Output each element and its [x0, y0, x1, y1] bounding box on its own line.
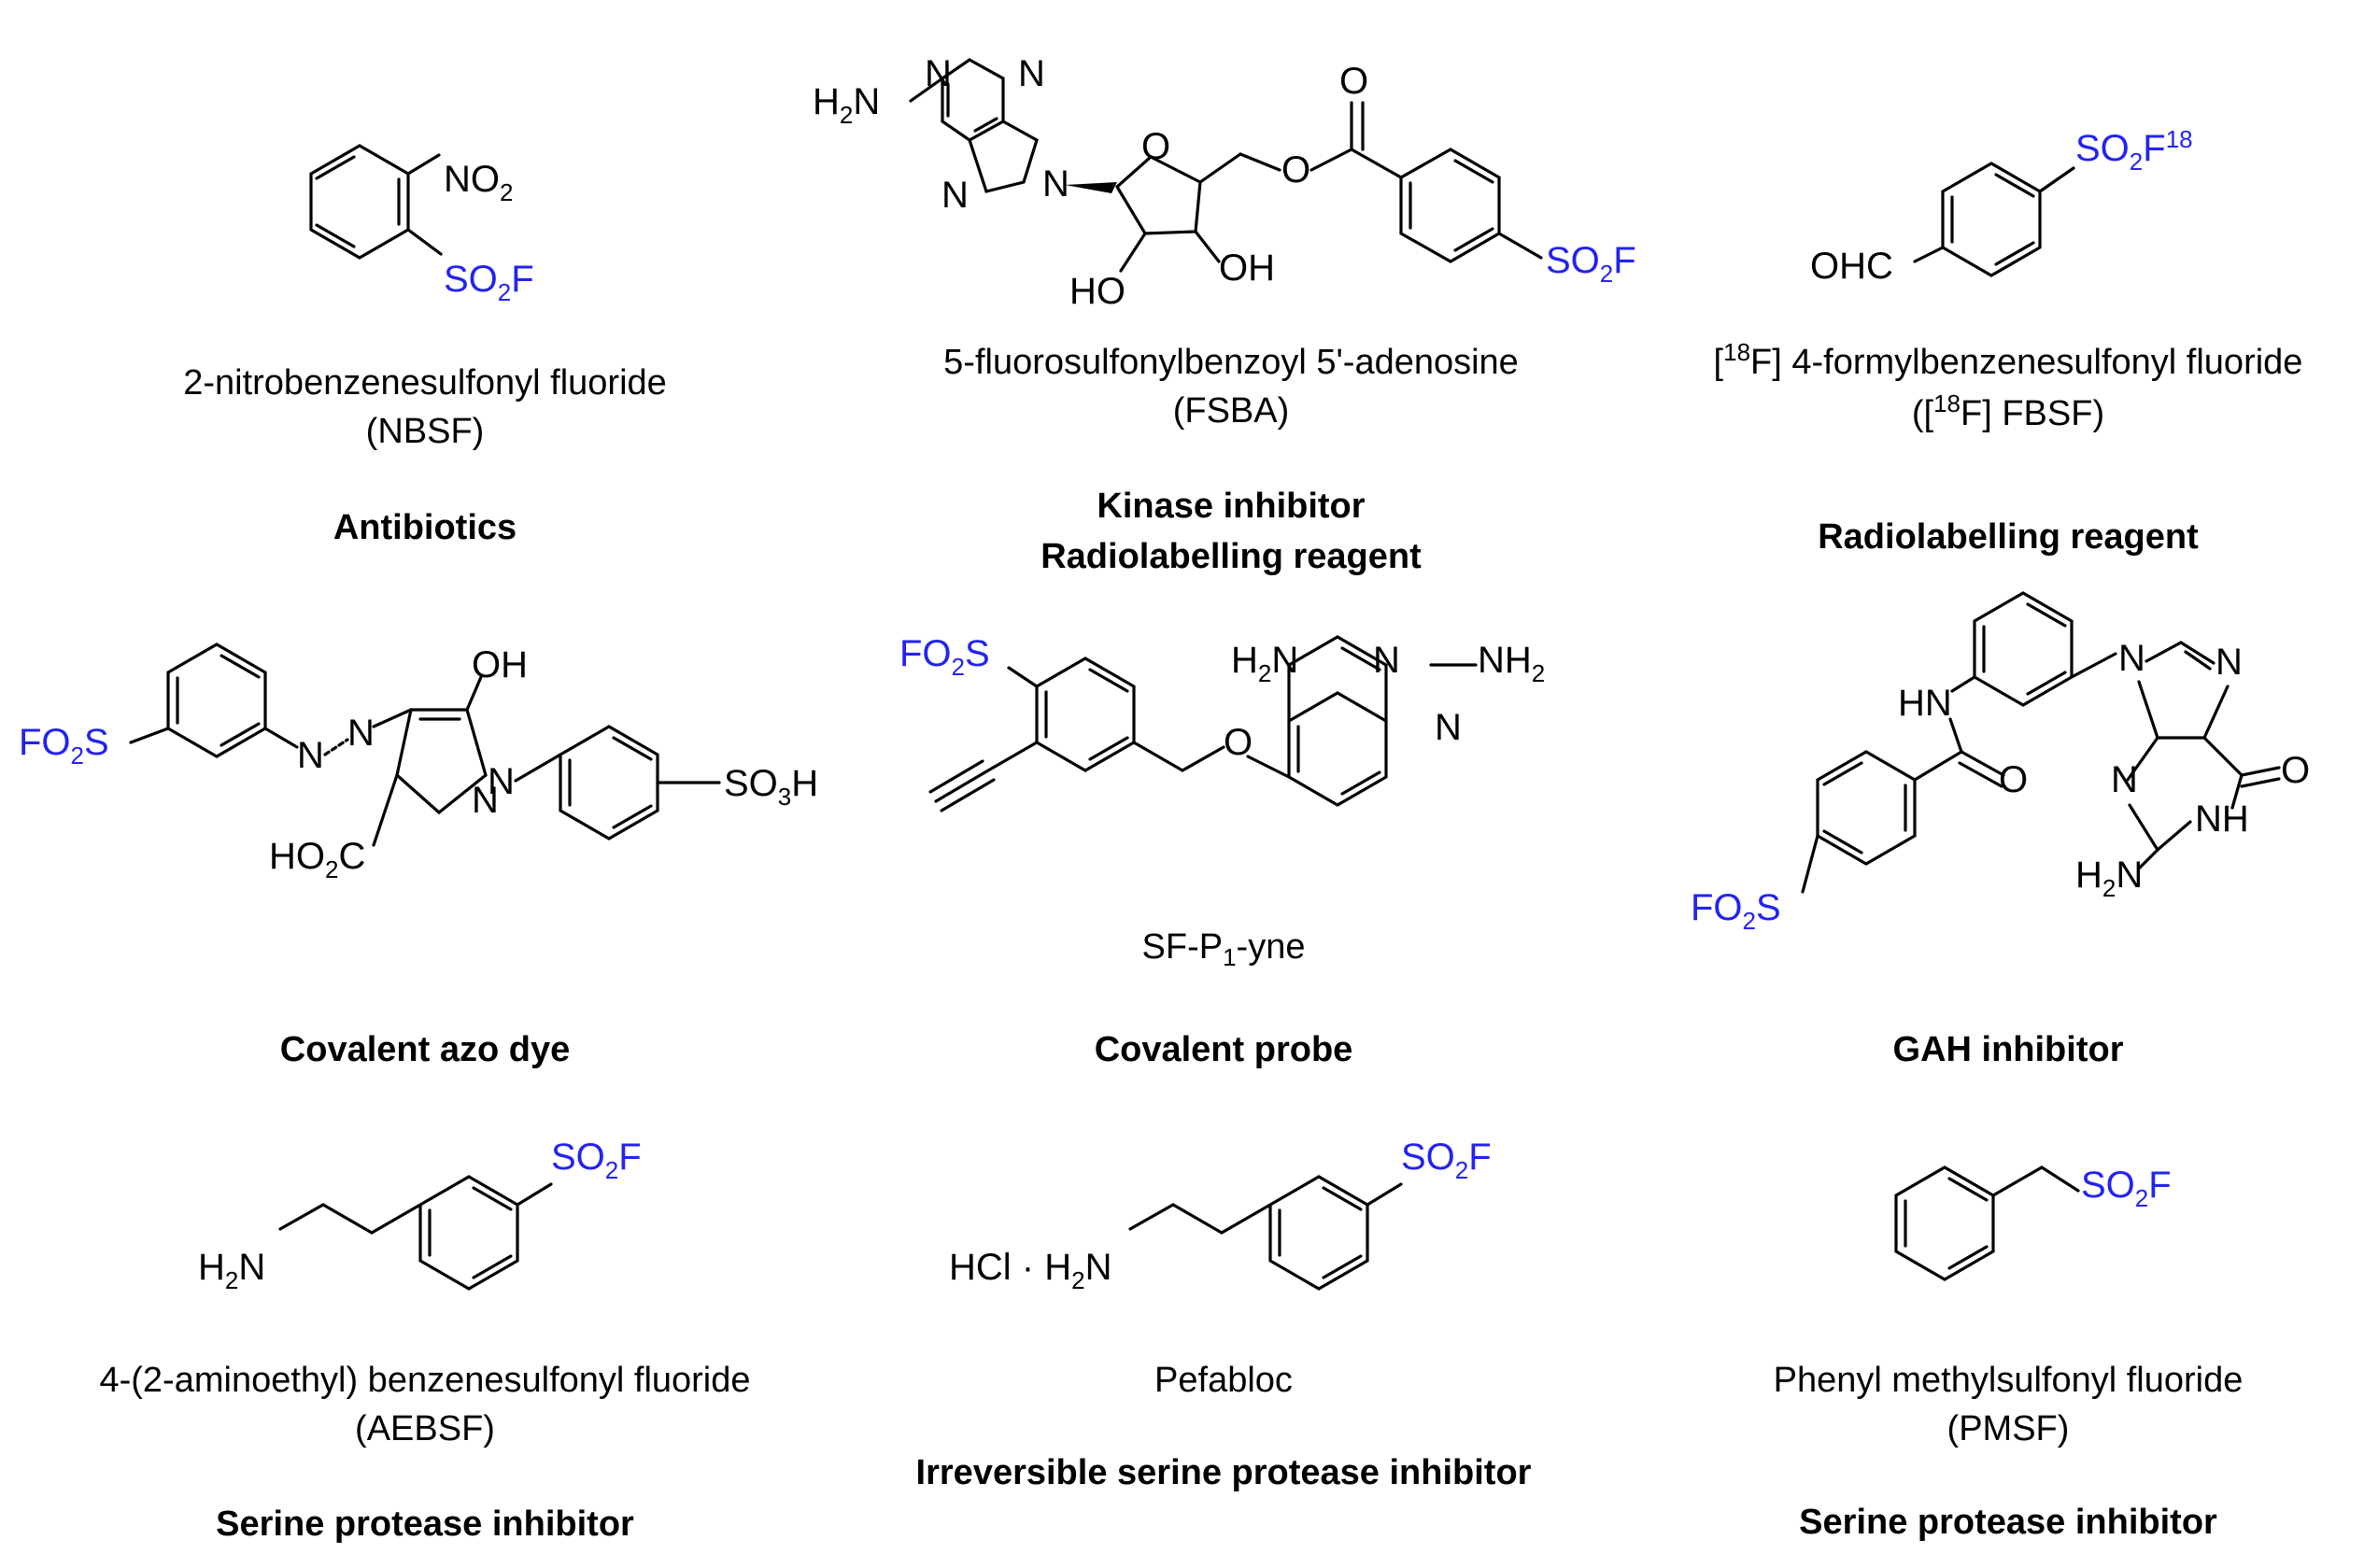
structure-sf-p1-yne: FO2S O H2N N N NH2 [899, 633, 1545, 812]
compound-abbreviation: (NBSF) [365, 412, 485, 451]
benzene-ring [1268, 1175, 1369, 1291]
role-label-gah: GAH inhibitor [1892, 1030, 2124, 1069]
benzene-ring [1894, 1165, 1995, 1281]
benzene-ring [1973, 591, 2074, 707]
sulfonyl-fluoride-group: SO2F [1401, 1137, 1492, 1184]
benzene-ring [1816, 750, 1917, 866]
n-atom: N [1373, 640, 1400, 681]
compound-abbreviation: (FSBA) [1172, 391, 1290, 431]
n-atom: N [347, 713, 375, 754]
benzene-ring [418, 1175, 519, 1291]
structure-azo-dye: FO2S N N OH N N HO2C SO3H [19, 643, 818, 883]
o-atom: O [1281, 149, 1310, 191]
n-atom: N [1018, 53, 1045, 94]
sulfonyl-fluoride-group: SO2F [2081, 1165, 2172, 1212]
benzene-ring [166, 643, 267, 758]
n-atom: N [297, 735, 324, 776]
n-atom: N [1042, 163, 1069, 205]
hcl-amino-group: HCl · H2N [949, 1247, 1111, 1294]
fluorosulfonyl-group: FO2S [899, 633, 990, 681]
fluorosulfonyl-group: FO2S [1691, 887, 1781, 935]
amino-group: NH2 [1478, 640, 1545, 687]
compound-name-fsba: 5-fluorosulfonylbenzoyl 5'-adenosine (FS… [943, 338, 1519, 435]
n-atom: N [2215, 642, 2243, 683]
benzene-ring [1399, 148, 1501, 263]
compound-name: 2-nitrobenzenesulfonyl fluoride [183, 363, 667, 403]
role-label-sf-p1-yne: Covalent probe [1094, 1030, 1353, 1069]
compound-name-sf-p1-yne: SF-P1-yne [1141, 927, 1306, 971]
pyrazole-ring [395, 708, 488, 815]
structure-gah-inhibitor: HN O FO2S N N N O NH H2N [1691, 591, 2310, 935]
compound-abbreviation: ([18F] FBSF) [1911, 389, 2105, 433]
role-label-pmsf: Serine protease inhibitor [1799, 1503, 2217, 1542]
carboxyl-group: HO2C [269, 836, 365, 883]
compound-name-pmsf: Phenyl methylsulfonyl fluoride (PMSF) [1774, 1356, 2244, 1453]
sulfonyl-fluoride-18-group: SO2F18 [2075, 125, 2193, 176]
benzene-ring [1941, 162, 2042, 277]
sulfonyl-fluoride-group: SO2F [1546, 240, 1636, 288]
n-atom: N [2118, 638, 2145, 679]
amino-group: H2N [1231, 640, 1298, 687]
compound-name-fbsf: [18F] 4-formylbenzenesulfonyl fluoride (… [1714, 338, 2303, 441]
role-line: Radiolabelling reagent [1040, 537, 1422, 576]
hydroxyl-group: OH [472, 644, 528, 685]
n-atom: N [1435, 707, 1462, 748]
structure-aebsf: SO2F H2N [198, 1137, 642, 1294]
aldehyde-group: OHC [1810, 246, 1893, 287]
o-atom: O [1339, 61, 1368, 102]
amino-group: H2N [813, 81, 880, 129]
benzene-ring [1287, 691, 1388, 807]
n-atom: N [488, 761, 515, 802]
compound-name: Phenyl methylsulfonyl fluoride [1773, 1361, 2244, 1400]
benzene-ring [559, 725, 659, 841]
compound-abbreviation: (PMSF) [1946, 1409, 2070, 1448]
structure-nbsf: NO2 SO2F [309, 144, 534, 306]
sulfonyl-fluoride-group: SO2F [444, 259, 534, 306]
role-label-fbsf: Radiolabelling reagent [1818, 517, 2199, 557]
o-atom: O [1999, 759, 2028, 800]
role-label-azo-dye: Covalent azo dye [279, 1030, 571, 1069]
compound-name-pefabloc: Pefabloc [1154, 1361, 1293, 1400]
role-label-nbsf: Antibiotics [333, 508, 517, 547]
o-atom: O [1141, 126, 1170, 167]
hydroxyl-group: OH [1219, 247, 1275, 289]
structure-fsba: H2N N N N N O O O SO2F HO OH [813, 53, 1636, 312]
structure-pmsf: SO2F [1894, 1165, 2172, 1281]
imine-nh: NH [2195, 798, 2249, 840]
benzene-ring [1035, 657, 1136, 772]
compound-name-aebsf: 4-(2-aminoethyl) benzenesulfonyl fluorid… [99, 1356, 750, 1453]
o-atom: O [2281, 750, 2310, 791]
n-atom: N [2111, 759, 2138, 800]
amino-group: H2N [198, 1247, 265, 1294]
compound-name: 5-fluorosulfonylbenzoyl 5'-adenosine [943, 343, 1519, 382]
sulfonic-acid-group: SO3H [724, 763, 818, 811]
compound-abbreviation: (AEBSF) [355, 1409, 495, 1448]
compound-name: 4-(2-aminoethyl) benzenesulfonyl fluorid… [99, 1361, 751, 1400]
compound-name: [18F] 4-formylbenzenesulfonyl fluoride [1713, 338, 2303, 382]
structure-pefabloc: SO2F HCl · H2N [949, 1137, 1492, 1294]
role-label-fsba: Kinase inhibitor Radiolabelling reagent [1040, 481, 1422, 582]
fluorosulfonyl-group: FO2S [19, 722, 109, 770]
role-line: Kinase inhibitor [1097, 487, 1366, 526]
n-atom: N [472, 780, 499, 821]
role-label-pefabloc: Irreversible serine protease inhibitor [915, 1453, 1532, 1492]
benzene-ring [309, 144, 410, 260]
nitro-group: NO2 [444, 159, 513, 206]
n-atom: N [925, 53, 952, 94]
compound-name-nbsf: 2-nitrobenzenesulfonyl fluoride (NBSF) [183, 359, 667, 456]
amino-group: H2N [2075, 855, 2143, 902]
sulfonyl-fluoride-group: SO2F [551, 1137, 642, 1184]
role-label-aebsf: Serine protease inhibitor [216, 1504, 634, 1544]
amide-nh: HN [1898, 683, 1952, 724]
n-atom: N [941, 175, 969, 216]
hydroxyl-group: HO [1069, 271, 1125, 312]
structure-fbsf: SO2F18 OHC [1810, 125, 2193, 287]
